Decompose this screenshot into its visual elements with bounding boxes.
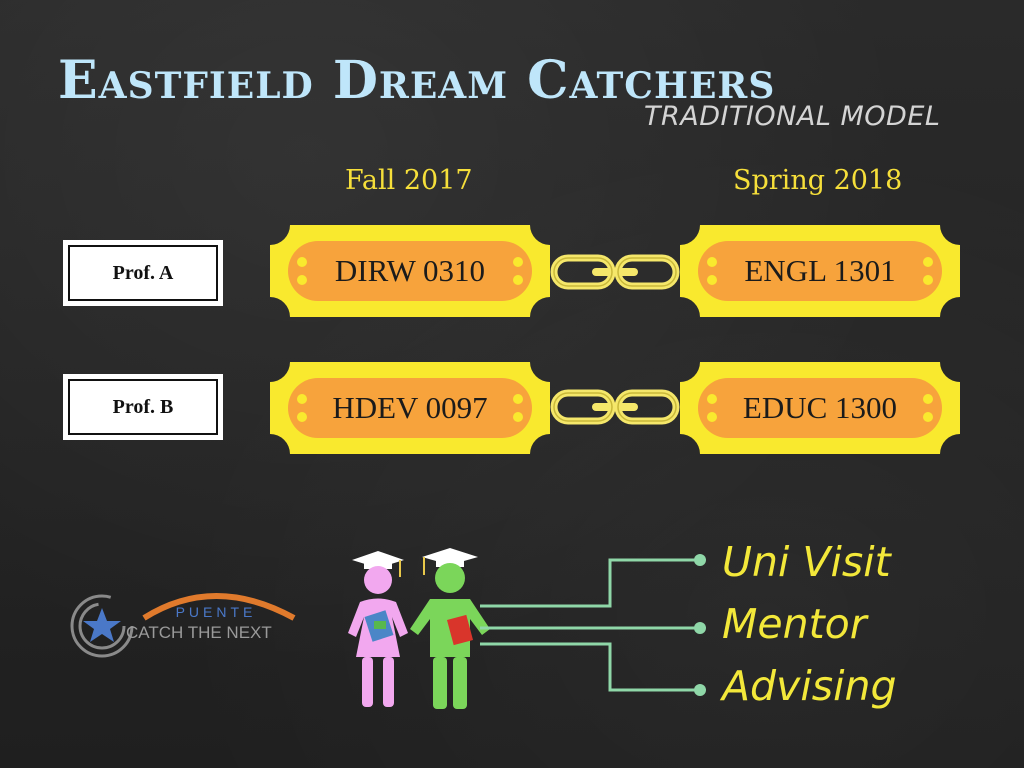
female-student-icon [348,551,408,707]
chain-link-icon [550,254,680,290]
tag-shape [270,362,550,454]
professor-label-b: Prof. B [68,379,218,435]
star-icon [83,608,121,642]
service-mentor: Mentor [722,600,867,648]
page-subtitle: TRADITIONAL MODEL [644,101,941,132]
service-uni-visit: Uni Visit [722,538,891,586]
tag-shape [270,225,550,317]
professor-card-a: Prof. A [63,240,223,306]
course-tag-spring-b: EDUC 1300 [680,362,960,454]
logo-bottom-text: CATCH THE NEXT [126,623,272,642]
tag-shape [680,225,960,317]
service-connectors [480,554,706,696]
graduates-icon [348,548,490,709]
course-tag-fall-b: HDEV 0097 [270,362,550,454]
tag-shape [680,362,960,454]
course-tag-spring-a: ENGL 1301 [680,225,960,317]
course-label: HDEV 0097 [332,390,488,425]
course-label: EDUC 1300 [742,390,898,425]
male-student-icon [410,548,490,709]
service-advising: Advising [722,662,897,710]
course-label: DIRW 0310 [334,253,486,288]
logo-top-text: PUENTE [176,604,257,620]
professor-label-a: Prof. A [68,245,218,301]
course-label: ENGL 1301 [744,253,896,288]
chain-link-icon [550,389,680,425]
page-title: Eastfield Dream Catchers [58,50,776,111]
professor-card-b: Prof. B [63,374,223,440]
term-fall-label: Fall 2017 [345,165,473,196]
term-spring-label: Spring 2018 [733,165,903,196]
puente-logo: PUENTE CATCH THE NEXT [70,593,296,658]
course-tag-fall-a: DIRW 0310 [270,225,550,317]
